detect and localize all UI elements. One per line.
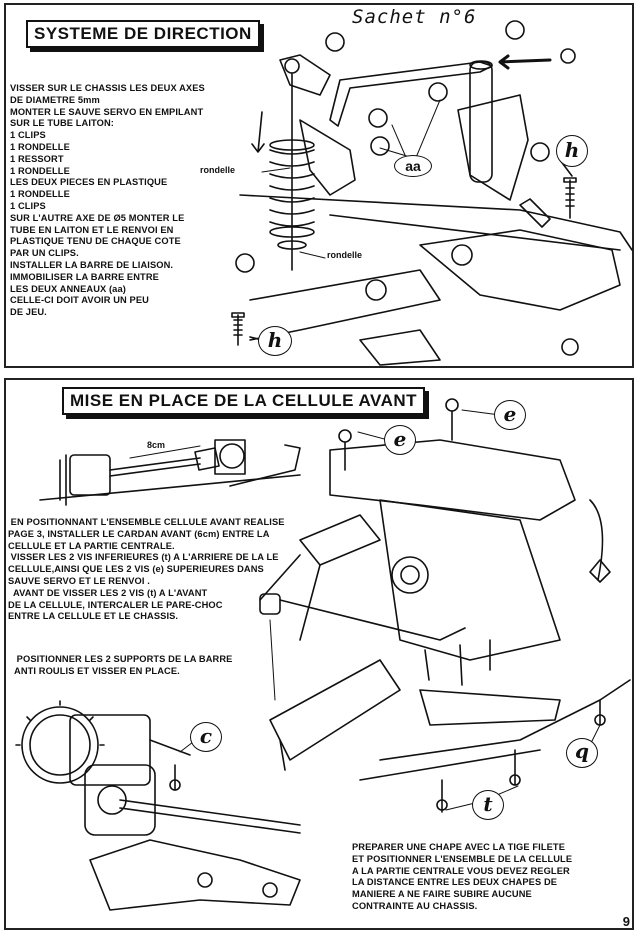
cardan-drawing <box>39 439 301 506</box>
sachet-label: Sachet n°6 <box>352 6 477 28</box>
servo-saver-drawing <box>251 54 356 271</box>
label-rondelle-top: rondelle <box>200 165 236 175</box>
label-cardan-length: 8cm <box>147 440 166 450</box>
chassis-drawing <box>239 194 633 366</box>
callout-e-mid: e <box>384 425 416 455</box>
callout-t: t <box>472 790 504 820</box>
page-number: 9 <box>622 914 630 929</box>
center-part-drawing <box>15 700 301 911</box>
label-rondelle-bottom: rondelle <box>327 250 363 260</box>
steering-section-panel <box>4 3 634 368</box>
callout-q: q <box>566 738 598 768</box>
front-cell-instructions-2: POSITIONNER LES 2 SUPPORTS DE LA BARRE A… <box>14 654 233 676</box>
front-cell-drawing <box>259 398 631 813</box>
callout-h-bottom: h <box>258 326 292 356</box>
section-title-front-cell: MISE EN PLACE DE LA CELLULE AVANT <box>62 387 426 415</box>
section-title-steering: SYSTEME DE DIRECTION <box>26 20 260 48</box>
steering-link-bar-drawing <box>329 61 493 127</box>
screw-h-drawings <box>231 159 577 346</box>
front-cell-instructions-1: EN POSITIONNANT L'ENSEMBLE CELLULE AVANT… <box>8 517 285 622</box>
e-clip-drawings <box>235 20 576 273</box>
callout-aa: aa <box>394 155 432 177</box>
callout-e-top: e <box>494 400 526 430</box>
front-cell-instructions-3: PREPARER UNE CHAPE AVEC LA TIGE FILETE E… <box>352 842 573 911</box>
callout-c: c <box>190 722 222 752</box>
steering-instructions: VISSER SUR LE CHASSIS LES DEUX AXES DE D… <box>10 83 205 318</box>
front-cell-section-panel <box>4 378 634 930</box>
bellcrank-drawing <box>457 54 552 201</box>
callout-h-top: h <box>556 135 588 167</box>
